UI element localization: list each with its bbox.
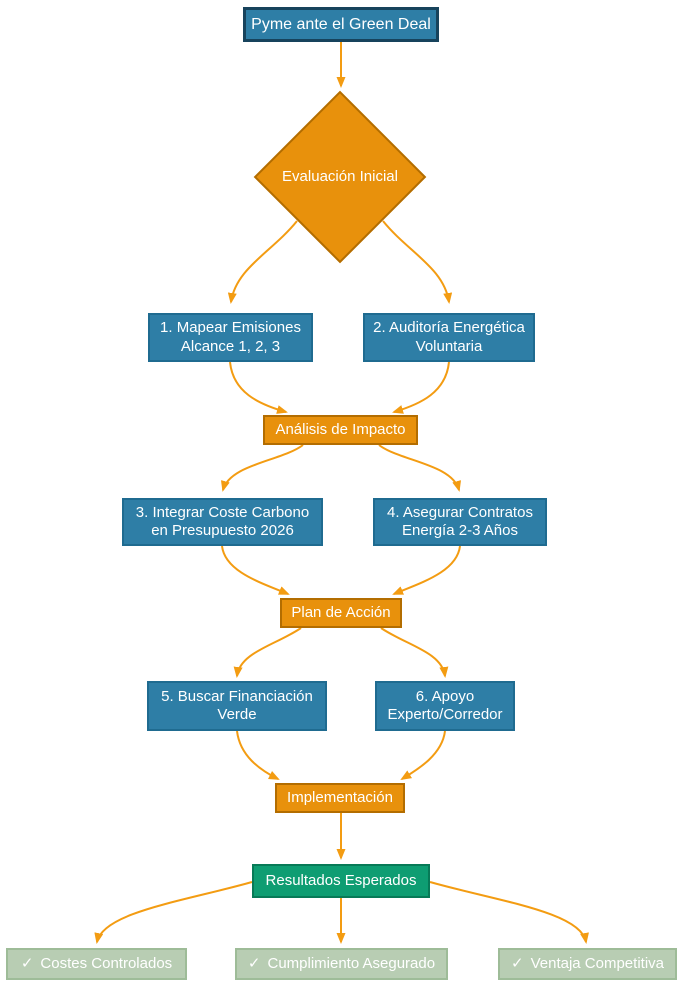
node-label: 1. Mapear Emisiones Alcance 1, 2, 3 [160,319,301,355]
node-label: Evaluación Inicial [282,168,398,185]
edge-results-out1 [94,881,253,944]
node-label: 5. Buscar Financiación Verde [161,687,313,723]
node-label: Pyme ante el Green Deal [251,15,431,33]
edge-step3-plan [221,545,290,595]
edge-impact-step3 [221,444,304,492]
node-step6: 6. Apoyo Experto/Corredor [375,681,515,731]
node-label: Plan de Acción [291,603,391,621]
edge-step4-plan [392,545,461,595]
edge-impact-step4 [378,444,461,492]
edge-step1-impact [229,361,288,414]
node-step2: 2. Auditoría Energética Voluntaria [363,313,535,362]
node-label: Ventaja Competitiva [530,954,664,972]
node-label: Implementación [287,788,393,806]
node-outcome-costes: ✓ Costes Controlados [6,948,187,980]
node-step4: 4. Asegurar Contratos Energía 2-3 Años [373,498,547,546]
check-icon: ✓ [20,954,34,972]
node-start: Pyme ante el Green Deal [243,7,439,42]
node-outcome-ventaja: ✓ Ventaja Competitiva [498,948,677,980]
node-label: Costes Controlados [40,954,173,972]
node-label: 3. Integrar Coste Carbono en Presupuesto… [135,503,310,539]
node-label: 6. Apoyo Experto/Corredor [387,687,503,723]
node-results: Resultados Esperados [252,864,430,898]
edge-results-out3 [429,881,589,944]
check-icon: ✓ [247,954,261,972]
node-plan: Plan de Acción [280,598,402,628]
node-implementation: Implementación [275,783,405,813]
node-label: 2. Auditoría Energética Voluntaria [373,319,525,355]
node-label: Resultados Esperados [265,871,417,889]
node-step5: 5. Buscar Financiación Verde [147,681,327,731]
node-step1: 1. Mapear Emisiones Alcance 1, 2, 3 [148,313,313,362]
edge-plan-step5 [233,627,302,678]
node-label: Cumplimiento Asegurado [267,954,436,972]
edge-decision-step1 [227,220,298,304]
node-label: Análisis de Impacto [275,420,406,438]
check-icon: ✓ [511,954,524,972]
node-outcome-cumplimiento: ✓ Cumplimiento Asegurado [235,948,448,980]
edge-step5-impl [236,730,280,780]
edge-step2-impact [392,361,450,414]
edge-step6-impl [400,730,446,781]
edge-plan-step6 [380,627,449,678]
node-impact: Análisis de Impacto [263,415,418,445]
node-step3: 3. Integrar Coste Carbono en Presupuesto… [122,498,323,546]
edge-decision-step2 [382,220,453,304]
node-label: 4. Asegurar Contratos Energía 2-3 Años [387,503,533,539]
